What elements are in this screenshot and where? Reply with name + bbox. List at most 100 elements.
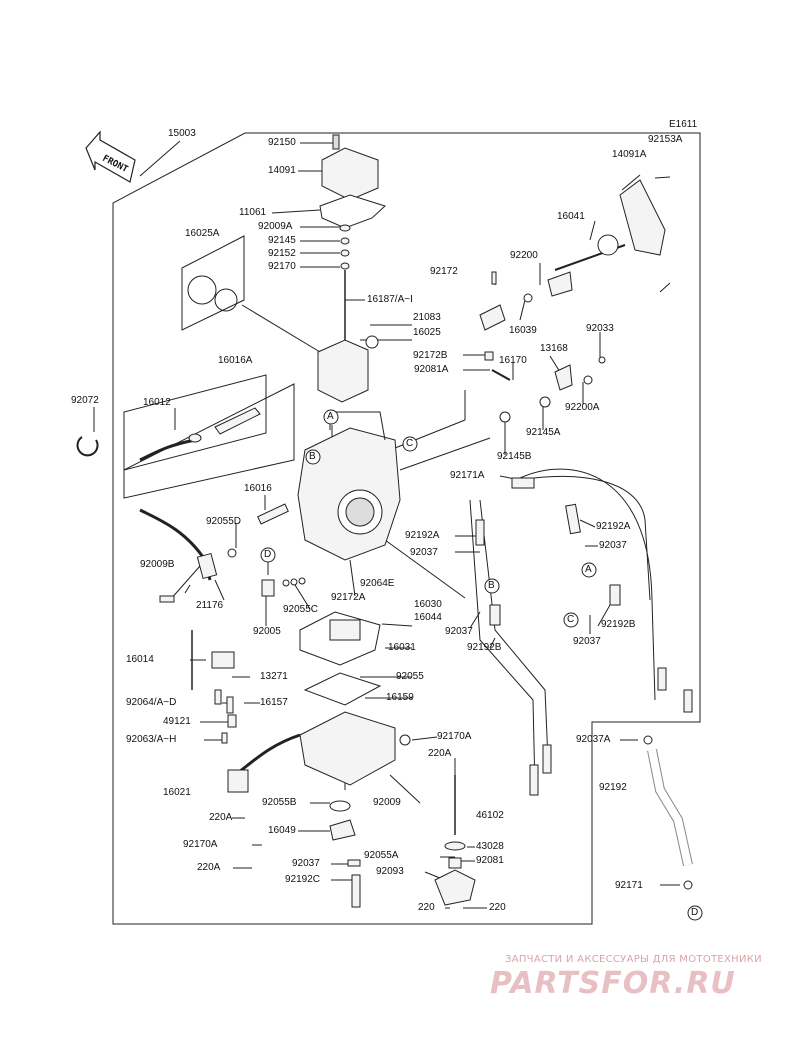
pulley-cover-14091A [619,179,666,256]
part-label: 49121 [163,716,191,727]
callout-letter: D [264,549,272,560]
diagram-id: E1611 [669,119,698,130]
box-16012 [123,383,295,499]
part-label: 92037 [573,636,601,647]
gasket-11061 [319,194,386,229]
part-label: 16039 [509,325,537,336]
part-label: 92170 [268,261,296,272]
part-label: 92009B [140,559,175,570]
callout-C-right [563,612,579,628]
part-label: 16044 [414,612,442,623]
part-label: 92170A [183,839,218,850]
part-label: 92055C [283,604,319,615]
part-label: 92192C [285,874,321,885]
part-label: 92055B [262,797,297,808]
front-arrow-icon: FRONT [85,130,136,183]
part-label: 92150 [268,137,296,148]
part-label: 16049 [268,825,296,836]
part-label: 92063/A~H [126,734,177,745]
part-label: 92064/A~D [126,697,177,708]
part-label: 13168 [540,343,568,354]
part-label: 92037 [445,626,473,637]
callout-D-left [260,547,276,563]
part-label: 92037A [576,734,611,745]
part-label-15003: 15003 [168,128,196,139]
part-label: 92055A [364,850,399,861]
part-label: 14091A [612,149,647,160]
part-label: 92172B [413,350,448,361]
part-label: 16031 [388,642,416,653]
part-label: 16021 [163,787,191,798]
part-label: 92192A [405,530,440,541]
part-label: 92037 [599,540,627,551]
part-label: 92055 [396,671,424,682]
part-label: 16025A [185,228,220,239]
part-label: 92005 [253,626,281,637]
part-label: 16041 [557,211,585,222]
part-label: 43028 [476,841,504,852]
watermark-logo: PARTSFOR.RU [490,966,736,1001]
watermark-tagline: ЗАПЧАСТИ И АКСЕССУАРЫ ДЛЯ МОТОТЕХНИКИ [505,954,762,965]
part-label: 92145B [497,451,532,462]
part-label: 16159 [386,692,414,703]
part-label: 92033 [586,323,614,334]
part-label: 92145A [526,427,561,438]
box-16016A [123,374,267,471]
part-label: 92192B [601,619,636,630]
part-label: 92171 [615,880,643,891]
callout-letter: B [488,580,495,591]
part-label: 92200 [510,250,538,261]
part-label: 16030 [414,599,442,610]
part-label: 92152 [268,248,296,259]
part-label: 92171A [450,470,485,481]
callout-letter: D [691,907,699,918]
part-label: 92081A [414,364,449,375]
part-label: 220 [418,902,435,913]
part-label: 46102 [476,810,504,821]
part-label: 16157 [260,697,288,708]
part-label: 92009A [258,221,293,232]
part-label: 92153A [648,134,683,145]
part-label: 16170 [499,355,527,366]
assembly-frame [112,132,701,925]
part-label: 220 [489,902,506,913]
part-label: 92172A [331,592,366,603]
part-label: 92037 [410,547,438,558]
callout-letter: C [406,438,414,449]
part-label: 220A [197,862,221,873]
part-label: 92064E [360,578,395,589]
part-label: 14091 [268,165,296,176]
part-label: 21083 [413,312,441,323]
part-label: 92192 [599,782,627,793]
part-label: 16187/A~I [367,294,413,305]
callout-letter: B [309,451,316,462]
callout-B-right [484,578,500,594]
part-label: 92145 [268,235,296,246]
float-bowl-16021 [299,711,396,786]
part-label: 92192A [596,521,631,532]
part-label: 220A [428,748,452,759]
part-label: 220A [209,812,233,823]
callout-D-bottom [687,905,703,921]
part-label: 16014 [126,654,154,665]
callout-letter: A [327,411,334,422]
part-label: 92192B [467,642,502,653]
callout-B-top [305,449,321,465]
part-label: 21176 [196,600,224,611]
part-label: 92072 [71,395,99,406]
part-label: 11061 [239,207,267,218]
throttle-slide-16025 [317,339,369,403]
callout-A-top [323,409,339,425]
callout-letter: C [567,614,575,625]
part-label: 92037 [292,858,320,869]
part-label: 16012 [143,397,171,408]
callout-A-right [581,562,597,578]
part-label: 92172 [430,266,458,277]
callout-letter: A [585,564,592,575]
part-label: 92055D [206,516,242,527]
part-label: 92200A [565,402,600,413]
callout-C-top [402,436,418,452]
part-label: 13271 [260,671,288,682]
part-label: 92170A [437,731,472,742]
